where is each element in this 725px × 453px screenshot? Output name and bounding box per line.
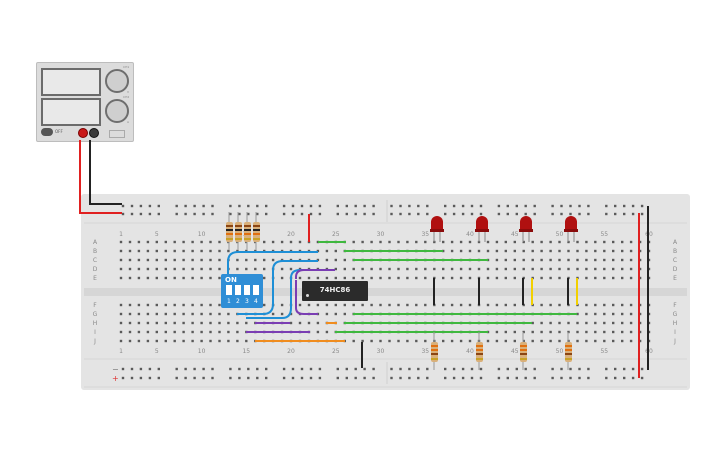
- led-4[interactable]: [564, 216, 578, 242]
- row-label-left-G: G: [93, 311, 98, 318]
- ic-label: 74HC86: [319, 286, 351, 294]
- positive-terminal[interactable]: [78, 128, 88, 138]
- column-label-bottom-10: 10: [198, 348, 206, 355]
- column-label-top-55: 55: [600, 231, 608, 238]
- column-label-top-50: 50: [556, 231, 564, 238]
- resistor-r2[interactable]: [235, 212, 242, 250]
- row-label-right-I: I: [674, 329, 676, 336]
- resistor-r4[interactable]: [253, 212, 260, 250]
- column-label-bottom-45: 45: [511, 348, 519, 355]
- row-label-right-B: B: [673, 248, 677, 255]
- resistor-r8[interactable]: [565, 332, 572, 370]
- row-label-right-A: A: [673, 239, 678, 246]
- row-label-left-E: E: [93, 275, 97, 282]
- power-black-lead[interactable]: [89, 140, 122, 205]
- row-label-right-F: F: [673, 302, 677, 309]
- ch1-bottom-text: V: [127, 90, 130, 94]
- column-label-bottom-25: 25: [332, 348, 340, 355]
- row-label-right-D: D: [673, 266, 678, 273]
- blue-wire-2[interactable]: [237, 260, 318, 315]
- column-label-top-60: 60: [645, 231, 653, 238]
- row-label-right-G: G: [673, 311, 678, 318]
- column-label-top-40: 40: [466, 231, 474, 238]
- row-label-left-C: C: [93, 257, 97, 264]
- column-label-bottom-50: 50: [556, 348, 564, 355]
- column-label-bottom-20: 20: [287, 348, 295, 355]
- row-label-left-J: J: [93, 338, 96, 345]
- ic-74hc86[interactable]: 74HC86: [302, 281, 368, 301]
- resistor-r5[interactable]: [431, 332, 438, 370]
- dip-number-1: 1: [227, 298, 231, 305]
- row-label-left-D: D: [93, 266, 98, 273]
- ch2-bottom-text: A: [127, 120, 130, 124]
- dip-number-2: 2: [236, 298, 240, 305]
- column-label-top-20: 20: [287, 231, 295, 238]
- row-label-left-F: F: [93, 302, 97, 309]
- ch1-knob[interactable]: [105, 69, 129, 93]
- blue-wire-1[interactable]: [227, 251, 318, 308]
- column-label-bottom-5: 5: [155, 348, 159, 355]
- column-label-top-1: 1: [119, 231, 123, 238]
- ch1-display: [41, 68, 101, 96]
- breadboard-labels: 1155101015152020252530303535404045455050…: [93, 231, 678, 355]
- row-label-left-I: I: [94, 329, 96, 336]
- ch2-knob[interactable]: [105, 99, 129, 123]
- column-label-top-5: 5: [155, 231, 159, 238]
- pin1-marker: [306, 294, 309, 297]
- dip-on-label: ON: [225, 276, 237, 284]
- blue-wire-3[interactable]: [246, 269, 310, 319]
- dip-switch[interactable]: ON 1 2 3 4: [221, 274, 263, 308]
- resistor-r7[interactable]: [520, 332, 527, 370]
- column-label-bottom-55: 55: [600, 348, 608, 355]
- row-label-left-A: A: [93, 239, 98, 246]
- row-label-right-E: E: [673, 275, 677, 282]
- power-off-label: OFF: [55, 129, 63, 134]
- psu-vent-grille: [109, 130, 125, 138]
- column-label-top-25: 25: [332, 231, 340, 238]
- column-label-bottom-15: 15: [242, 348, 250, 355]
- led-2[interactable]: [475, 216, 489, 242]
- column-label-top-10: 10: [198, 231, 206, 238]
- ch2-display: [41, 98, 101, 126]
- dip-number-3: 3: [245, 298, 249, 305]
- column-label-bottom-60: 60: [645, 348, 653, 355]
- rail-minus-label: −: [112, 365, 119, 374]
- column-label-bottom-35: 35: [421, 348, 429, 355]
- column-label-bottom-1: 1: [119, 348, 123, 355]
- power-supply[interactable]: CH1 V CH2 A OFF: [36, 62, 134, 142]
- column-label-top-45: 45: [511, 231, 519, 238]
- resistor-r6[interactable]: [476, 332, 483, 370]
- led-3[interactable]: [519, 216, 533, 242]
- negative-terminal[interactable]: [89, 128, 99, 138]
- purple-wire-left[interactable]: [295, 280, 318, 315]
- power-button[interactable]: [41, 128, 53, 136]
- dip-toggle-2[interactable]: [235, 285, 241, 295]
- row-label-left-H: H: [93, 320, 98, 327]
- row-label-left-B: B: [93, 248, 97, 255]
- ch2-top-text: CH2: [123, 95, 130, 99]
- rail-plus-label: +: [112, 374, 119, 383]
- power-rail-lines: [84, 200, 687, 388]
- dip-number-4: 4: [254, 298, 258, 305]
- resistor-r3[interactable]: [244, 212, 251, 250]
- column-label-top-35: 35: [421, 231, 429, 238]
- breadboard-center-channel: [84, 288, 687, 296]
- row-label-right-J: J: [673, 338, 676, 345]
- purple-wire-top[interactable]: [295, 269, 335, 279]
- power-red-lead[interactable]: [79, 140, 122, 214]
- dip-toggle-4[interactable]: [253, 285, 259, 295]
- dip-toggle-3[interactable]: [244, 285, 250, 295]
- column-label-top-30: 30: [377, 231, 385, 238]
- row-label-right-H: H: [673, 320, 678, 327]
- ch1-top-text: CH1: [123, 65, 130, 69]
- column-label-bottom-40: 40: [466, 348, 474, 355]
- column-label-bottom-30: 30: [377, 348, 385, 355]
- dip-toggle-1[interactable]: [226, 285, 232, 295]
- row-label-right-C: C: [673, 257, 677, 264]
- resistor-r1[interactable]: [226, 212, 233, 250]
- led-1[interactable]: [430, 216, 444, 242]
